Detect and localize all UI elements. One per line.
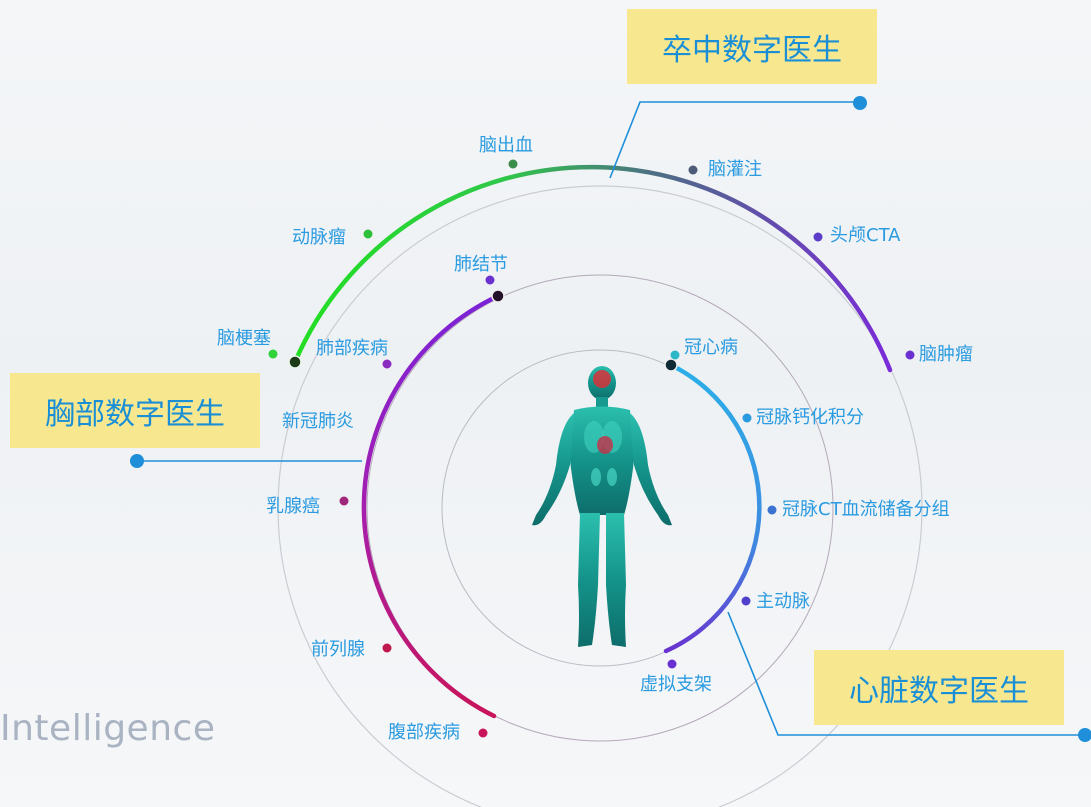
chest-digital-doctor-box[interactable]: 胸部数字医生 [10,373,260,448]
dot-pulmonary-nodule [485,275,495,285]
label-brain-tumor[interactable]: 脑肿瘤 [919,344,973,365]
dot-aorta [741,596,751,606]
dot-abdominal-disease [478,728,488,738]
dot-breast-cancer [339,496,349,506]
label-cerebral-perfusion[interactable]: 脑灌注 [708,159,762,180]
dot-prostate [382,643,392,653]
label-cerebral-infarction[interactable]: 脑梗塞 [217,328,271,349]
heart-organ-icon [597,436,613,454]
label-head-cta[interactable]: 头颅CTA [830,225,901,246]
label-pulmonary-nodule[interactable]: 肺结节 [454,254,508,275]
dot-lung-disease [382,359,392,369]
chest-arc [361,293,501,719]
label-abdominal-disease[interactable]: 腹部疾病 [388,722,460,743]
label-aneurysm[interactable]: 动脉瘤 [292,227,346,248]
heart-arc-knob [664,358,678,372]
label-coronary-heart-disease[interactable]: 冠心病 [684,337,738,358]
label-coronary-calcium-score[interactable]: 冠脉钙化积分 [756,407,864,428]
dot-brain-tumor [905,350,915,360]
middle-ring [366,274,834,742]
label-covid-pneumonia[interactable]: 新冠肺炎 [282,411,354,432]
dot-coronary-ct-ffr [767,505,777,515]
dot-virtual-stent [667,659,677,669]
chest-arc-knob [491,289,505,303]
label-breast-cancer[interactable]: 乳腺癌 [266,496,320,517]
label-prostate[interactable]: 前列腺 [311,639,365,660]
dot-cerebral-perfusion [688,165,698,175]
stroke-arc [292,164,893,373]
brain-highlight-icon [593,370,611,388]
stroke-arc-knob [288,355,302,369]
heart-connector-end [1078,728,1091,742]
stroke-connector-end [853,96,867,110]
label-coronary-ct-ffr[interactable]: 冠脉CT血流储备分组 [782,499,950,520]
stroke-connector [609,101,860,179]
intelligence-watermark: Intelligence [0,708,216,749]
heart-arc [663,362,762,654]
dot-head-cta [813,232,823,242]
dot-coronary-heart-disease [670,350,680,360]
label-lung-disease[interactable]: 肺部疾病 [316,338,388,359]
chest-connector-end [130,454,144,468]
dot-coronary-calcium-score [742,413,752,423]
outer-ring [277,185,923,807]
heart-digital-doctor-box[interactable]: 心脏数字医生 [814,650,1064,725]
heart-connector [727,611,1085,736]
label-cerebral-hemorrhage[interactable]: 脑出血 [479,135,533,156]
label-aorta[interactable]: 主动脉 [756,591,810,612]
human-body-illustration [532,366,672,647]
dot-cerebral-hemorrhage [508,159,518,169]
dot-cerebral-infarction [268,349,278,359]
label-virtual-stent[interactable]: 虚拟支架 [640,674,712,695]
stroke-digital-doctor-box[interactable]: 卒中数字医生 [627,9,877,84]
dot-aneurysm [363,229,373,239]
